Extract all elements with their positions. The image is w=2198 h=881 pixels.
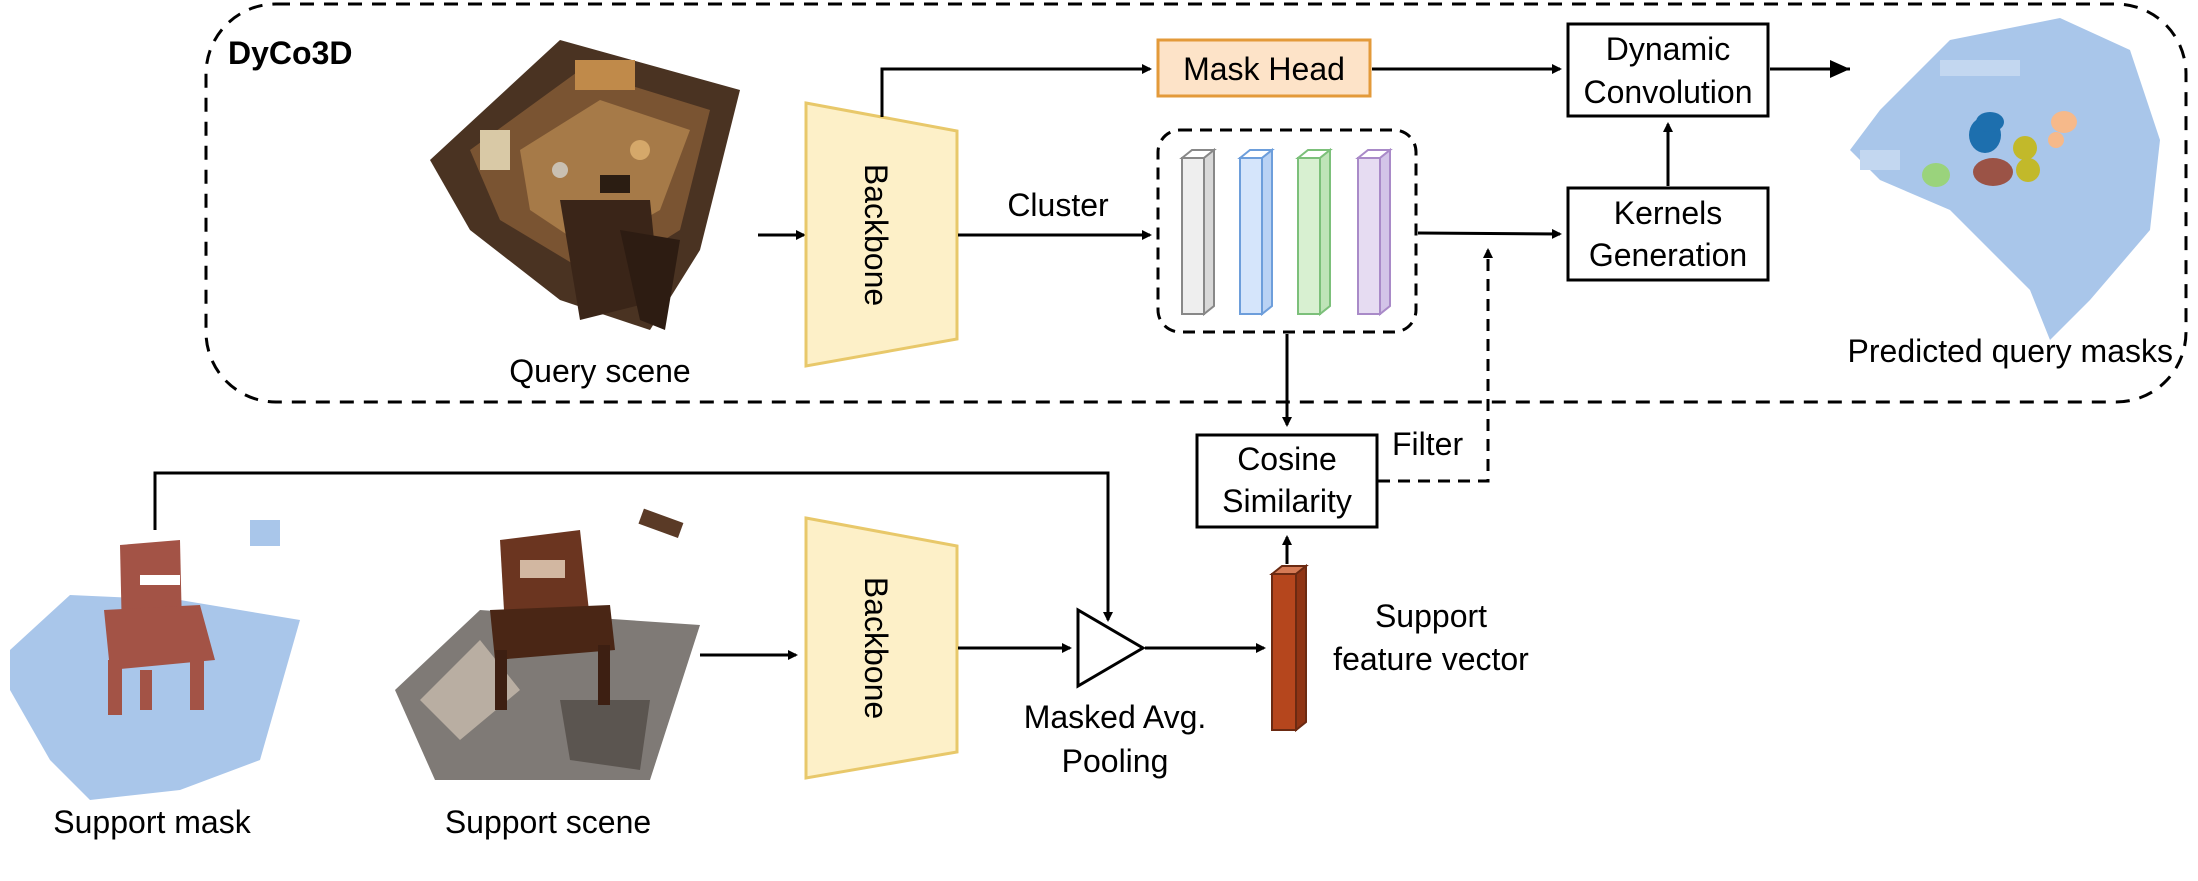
backbone-bottom-label: Backbone <box>858 577 894 719</box>
arrow-support-mask-to-pooling <box>153 471 1113 622</box>
support-mask-image <box>10 520 300 800</box>
feature-bar-gray <box>1179 147 1217 317</box>
support-scene-image <box>395 508 700 780</box>
mask-chair-green <box>1922 163 1950 187</box>
mask-chair-peach <box>2051 111 2077 133</box>
backbone-top-label: Backbone <box>858 164 894 306</box>
predicted-query-masks-image <box>1850 18 2160 340</box>
arrow-cluster-to-kernels <box>1417 228 1562 239</box>
feature-bar-purple <box>1355 147 1393 317</box>
cluster-features-box <box>1156 128 1418 334</box>
predicted-query-masks-label: Predicted query masks <box>1848 333 2173 369</box>
support-scene-label: Support scene <box>445 804 651 840</box>
masked-avg-pooling-triangle <box>1076 607 1146 689</box>
cosine-similarity-box <box>1195 433 1379 529</box>
masked-avg-pooling-label-2: Pooling <box>1062 743 1169 779</box>
support-feature-vector-label-2: feature vector <box>1333 641 1529 677</box>
backbone-bottom <box>804 516 959 780</box>
cosine-similarity-label-2: Similarity <box>1222 483 1352 519</box>
mask-head-label: Mask Head <box>1183 51 1345 87</box>
kernels-generation-label-2: Generation <box>1589 237 1747 273</box>
masked-avg-pooling-label-1: Masked Avg. <box>1024 699 1207 735</box>
cosine-similarity-label-1: Cosine <box>1237 441 1337 477</box>
support-feature-vector-label-1: Support <box>1375 598 1487 634</box>
cluster-label: Cluster <box>1007 187 1109 223</box>
query-scene-label: Query scene <box>509 353 690 389</box>
feature-bar-blue <box>1237 147 1275 317</box>
filter-label: Filter <box>1392 426 1463 462</box>
dyco3d-frame <box>204 2 2188 404</box>
mask-chair-brown <box>1973 158 2013 186</box>
query-scene-image <box>430 40 740 330</box>
filter-arrow <box>1378 248 1493 483</box>
support-feature-vector <box>1269 563 1309 733</box>
mask-head-box <box>1156 38 1372 98</box>
dynamic-convolution-label-1: Dynamic <box>1606 31 1730 67</box>
dynamic-convolution-label-2: Convolution <box>1584 74 1753 110</box>
cluster-feature-bars <box>1179 147 1393 317</box>
mask-chair-yellow <box>2013 136 2037 160</box>
dynamic-convolution-box <box>1566 22 1770 118</box>
framework-label: DyCo3D <box>228 35 352 71</box>
kernels-generation-box <box>1566 186 1770 282</box>
support-mask-label: Support mask <box>53 804 251 840</box>
kernels-generation-label-1: Kernels <box>1614 195 1723 231</box>
arrow-backbone-to-mask-head <box>880 64 1152 117</box>
backbone-top <box>804 101 959 368</box>
feature-bar-green <box>1295 147 1333 317</box>
